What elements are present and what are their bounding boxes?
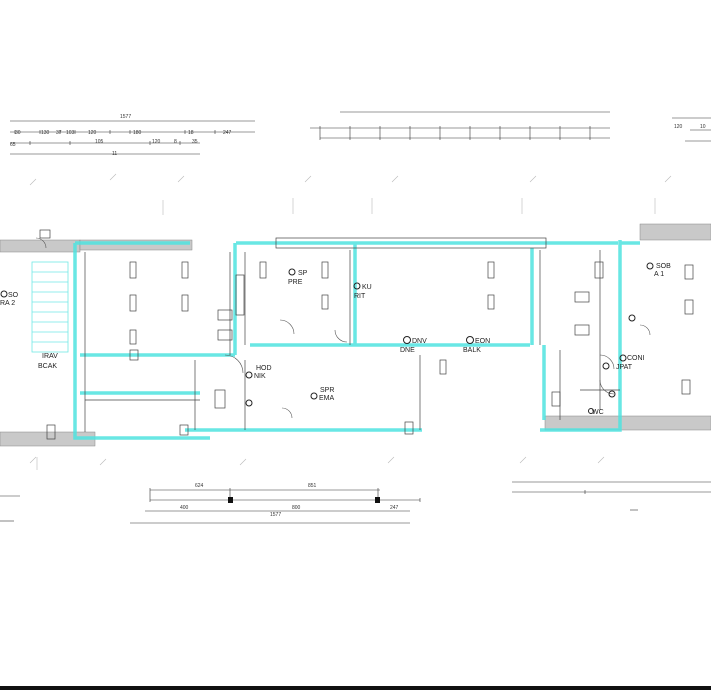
dim-right-b: 10 (700, 124, 706, 130)
room-label-r8b: EMA (319, 395, 335, 402)
room-markers (0, 262, 654, 414)
dimension-chain-top-center (310, 111, 610, 140)
dim-row3-b: 105 (95, 139, 104, 145)
dimension-chain-bottom-left (0, 495, 20, 522)
dim-bottom-c: 400 (180, 505, 189, 511)
dim-top-h: 247 (223, 130, 232, 136)
dim-top-f: 180 (133, 130, 142, 136)
door-swings (35, 237, 651, 419)
room-label-r3a: SP (298, 270, 308, 277)
room-label-r1a: SO (8, 292, 19, 299)
dimension-ticks-bottom (228, 497, 380, 503)
room-label-r5b: DNE (400, 347, 415, 354)
room-label-r8a: SPR (320, 387, 334, 394)
page-bottom-border (0, 686, 711, 690)
dim-top-b: 130 (41, 130, 50, 136)
dim-bottom-total: 1577 (270, 512, 281, 518)
room-label-r6a: EON (475, 338, 490, 345)
dim-right-a: 120 (674, 124, 683, 130)
room-label-r7a: HOD (256, 365, 272, 372)
room-label-r2b: BCAK (38, 363, 57, 370)
highlighted-walls (73, 240, 640, 440)
interior-walls (39, 229, 694, 440)
dim-bottom-a: 624 (195, 483, 204, 489)
room-label-r4b: RIT (354, 293, 366, 300)
room-label-r1b: RA 2 (0, 300, 15, 307)
staircase (31, 261, 69, 353)
dim-row3-d: 8 (174, 139, 177, 145)
dimension-chain-bottom-right (512, 481, 711, 511)
dimension-chain-top-left (10, 120, 255, 155)
dim-row4: 11 (112, 151, 117, 157)
dim-top-d: 103 (66, 130, 75, 136)
dim-top-a: 30 (15, 130, 21, 136)
room-label-r3b: PRE (288, 279, 303, 286)
dim-row3-a: 65 (10, 142, 16, 148)
room-label-r9a: SOB (656, 263, 671, 270)
room-label-r10a: JPAT (616, 364, 633, 371)
room-label-r4a: KU (362, 284, 372, 291)
room-label-r10b: CONI (627, 355, 645, 362)
room-label-r11: WC (592, 409, 604, 416)
room-label-r5a: DNV (412, 338, 427, 345)
dim-top-e: 120 (88, 130, 97, 136)
dimension-chain-top-right (672, 117, 711, 142)
dim-bottom-b: 851 (308, 483, 317, 489)
room-label-r7b: NIK (254, 373, 266, 380)
dim-top-g: 18 (188, 130, 194, 136)
dim-bottom-d: 800 (292, 505, 301, 511)
grid-axis-markers (29, 173, 672, 470)
dim-row3-e: 35 (192, 139, 198, 145)
room-label-r2a: IRAV (42, 353, 58, 360)
room-label-r6b: BALK (463, 347, 481, 354)
room-label-r9b: A 1 (654, 271, 664, 278)
dim-top-c: 37 (56, 130, 62, 136)
dim-total-top: 1577 (120, 114, 131, 120)
dim-row3-c: 120 (152, 139, 161, 145)
dim-bottom-e: 247 (390, 505, 399, 511)
